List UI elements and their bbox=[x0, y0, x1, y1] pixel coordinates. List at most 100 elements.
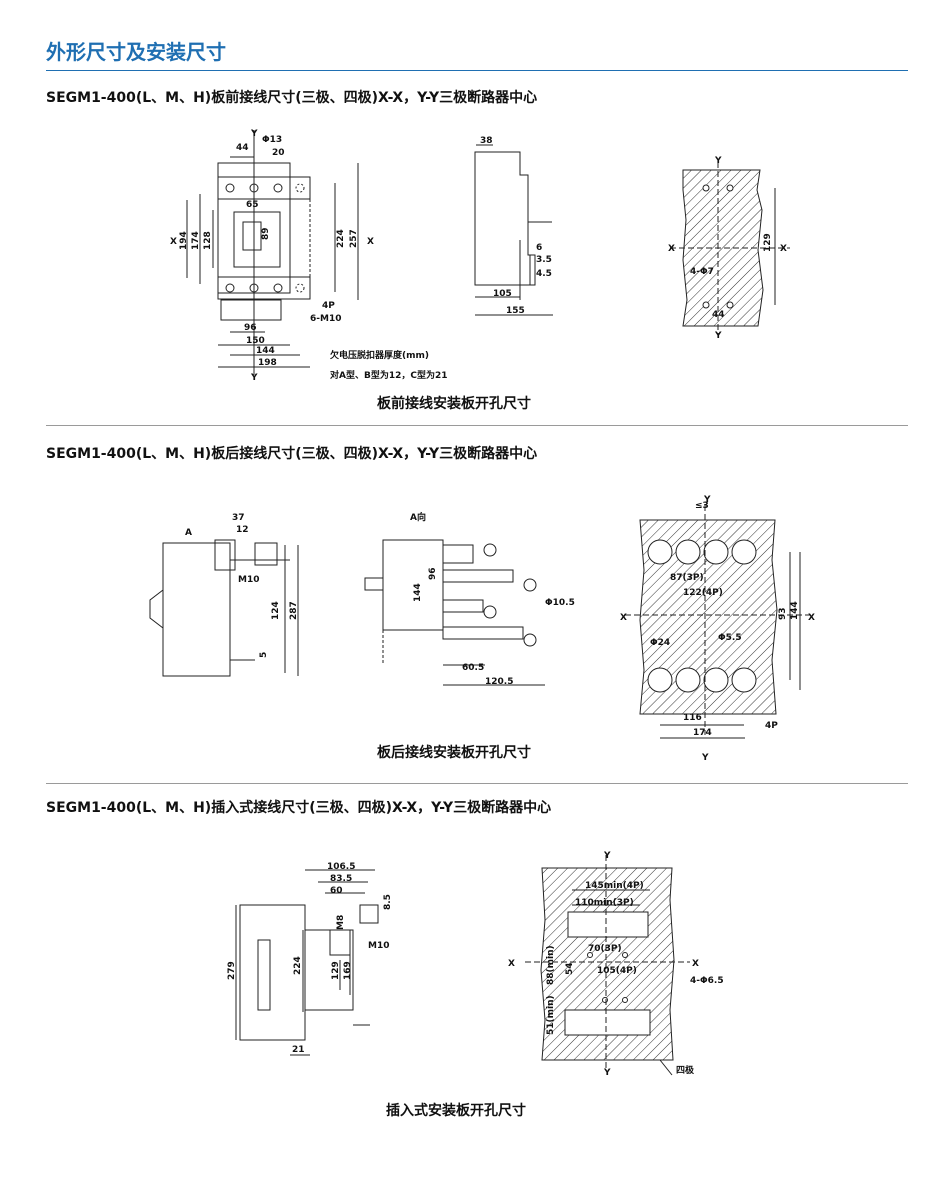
dim-label: 4-Φ7 bbox=[690, 267, 714, 277]
dim-label: 54 bbox=[565, 962, 575, 975]
dim-label: Y bbox=[714, 331, 722, 341]
dim-label: 四极 bbox=[676, 1064, 695, 1076]
front-panel-cutout bbox=[670, 162, 790, 335]
rear-side-view bbox=[149, 539, 299, 677]
section3-drawings bbox=[235, 855, 690, 1076]
dim-label: 128 bbox=[203, 231, 213, 250]
page-title: 外形尺寸及安装尺寸 bbox=[46, 40, 226, 64]
dim-label: 96 bbox=[244, 323, 257, 333]
caption-rear-panel: 板后接线安装板开孔尺寸 bbox=[377, 745, 531, 761]
dim-label: 70(3P) bbox=[588, 944, 622, 954]
dim-label: 144 bbox=[413, 583, 423, 602]
dim-label: 20 bbox=[272, 148, 285, 158]
dim-label: 155 bbox=[506, 306, 525, 316]
dim-label: 89 bbox=[261, 227, 271, 240]
title-divider bbox=[46, 70, 908, 71]
dim-label: A向 bbox=[410, 511, 426, 523]
caption-front-panel: 板前接线安装板开孔尺寸 bbox=[377, 396, 531, 412]
dim-label: X bbox=[508, 959, 515, 969]
dim-label: 96 bbox=[428, 567, 438, 580]
dim-label: 44 bbox=[712, 310, 725, 320]
section-divider bbox=[46, 783, 908, 784]
section-divider bbox=[46, 425, 908, 426]
dim-label: Φ24 bbox=[650, 638, 670, 648]
dim-label: 144 bbox=[790, 601, 800, 620]
section1-labels: Y Φ13 44 20 65 89 X 194 174 128 224 257 … bbox=[170, 129, 787, 383]
dim-label: 224 bbox=[336, 229, 346, 248]
dim-label: 83.5 bbox=[330, 874, 352, 884]
dim-label: 145min(4P) bbox=[585, 881, 644, 891]
section2-drawings bbox=[149, 505, 810, 739]
dim-label: Y bbox=[701, 753, 709, 763]
front-view-breaker bbox=[186, 130, 359, 375]
dim-label: 110min(3P) bbox=[575, 898, 634, 908]
dim-label: 60 bbox=[330, 886, 343, 896]
dim-label: 257 bbox=[349, 229, 359, 248]
dim-label: 88(min) bbox=[546, 945, 556, 985]
dim-label: X bbox=[367, 237, 374, 247]
plugin-panel-cutout bbox=[525, 855, 690, 1076]
section-heading-rear: SEGM1-400(L、M、H)板后接线尺寸(三极、四极)X-X，Y-Y三极断路… bbox=[46, 446, 538, 462]
dim-label: X bbox=[780, 244, 787, 254]
section-heading-front: SEGM1-400(L、M、H)板前接线尺寸(三极、四极)X-X，Y-Y三极断路… bbox=[46, 90, 538, 106]
rear-panel-cutout bbox=[625, 505, 810, 739]
dim-label: 51(min) bbox=[546, 995, 556, 1035]
rear-a-direction-view bbox=[364, 539, 545, 686]
dim-label: M8 bbox=[336, 915, 346, 930]
dim-label: 198 bbox=[258, 358, 277, 368]
side-view-breaker bbox=[474, 144, 553, 316]
dim-label: X bbox=[808, 613, 815, 623]
dim-label: 124 bbox=[271, 601, 281, 620]
dim-label: Φ5.5 bbox=[718, 633, 742, 643]
dim-label: Φ10.5 bbox=[545, 598, 575, 608]
dim-label: 38 bbox=[480, 136, 493, 146]
dim-label: 279 bbox=[227, 961, 237, 980]
dim-label: X bbox=[170, 237, 177, 247]
dim-label: 169 bbox=[343, 961, 353, 980]
note-line: 对A型、B型为12，C型为21 bbox=[330, 369, 447, 381]
dim-label: 6 bbox=[536, 243, 542, 253]
dim-label: 3.5 bbox=[536, 255, 552, 265]
dim-label: 129 bbox=[331, 961, 341, 980]
dim-label: 60.5 bbox=[462, 663, 484, 673]
plugin-side-view bbox=[235, 869, 379, 1056]
dim-label: 37 bbox=[232, 513, 245, 523]
dim-label: 4.5 bbox=[536, 269, 552, 279]
dim-label: Y bbox=[714, 156, 722, 166]
section2-labels: A 37 12 M10 124 287 5 A向 96 144 Φ10.5 60… bbox=[185, 495, 815, 763]
dim-label: 65 bbox=[246, 200, 259, 210]
dim-label: X bbox=[668, 244, 675, 254]
dim-label: 44 bbox=[236, 143, 249, 153]
dim-label: 12 bbox=[236, 525, 249, 535]
section3-labels: 106.5 83.5 60 8.5 M8 M10 279 224 129 169… bbox=[227, 851, 724, 1078]
dim-label: 93 bbox=[778, 607, 788, 620]
dim-label: 194 bbox=[179, 231, 189, 250]
dim-label: X bbox=[692, 959, 699, 969]
dim-label: 122(4P) bbox=[683, 588, 723, 598]
dim-label: 106.5 bbox=[327, 862, 355, 872]
dim-label: 224 bbox=[293, 956, 303, 975]
dim-label: ≤3 bbox=[695, 501, 709, 511]
dim-label: 150 bbox=[246, 336, 265, 346]
dim-label: 6-M10 bbox=[310, 314, 341, 324]
dim-label: Y bbox=[703, 495, 711, 505]
dim-label: 4-Φ6.5 bbox=[690, 976, 724, 986]
dim-label: 105 bbox=[493, 289, 512, 299]
dim-label: 5 bbox=[259, 652, 269, 658]
dim-label: Y bbox=[603, 851, 611, 861]
dim-label: M10 bbox=[238, 575, 259, 585]
dim-label: Φ13 bbox=[262, 135, 282, 145]
dim-label: Y bbox=[250, 373, 258, 383]
dim-label: Y bbox=[250, 129, 258, 139]
dim-label: 21 bbox=[292, 1045, 305, 1055]
dim-label: 87(3P) bbox=[670, 573, 704, 583]
dim-label: A bbox=[185, 528, 192, 538]
note-line: 欠电压脱扣器厚度(mm) bbox=[330, 349, 429, 361]
dim-label: M10 bbox=[368, 941, 389, 951]
dim-label: 120.5 bbox=[485, 677, 513, 687]
dim-label: 174 bbox=[191, 231, 201, 250]
dim-label: 129 bbox=[763, 233, 773, 252]
dim-label: 8.5 bbox=[383, 894, 393, 910]
dim-label: 116 bbox=[683, 713, 702, 723]
